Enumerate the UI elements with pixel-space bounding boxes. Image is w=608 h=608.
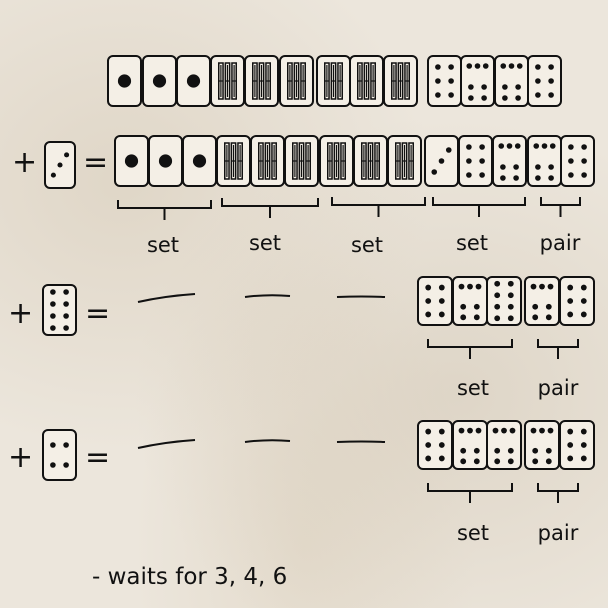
tile-t7	[527, 135, 562, 187]
completed-hand	[114, 135, 595, 187]
drawn-tile	[42, 429, 77, 481]
group-label-pair: pair	[538, 376, 579, 400]
tile-t3	[44, 141, 76, 189]
tile-p1	[176, 55, 211, 107]
equals-sign: =	[83, 145, 108, 180]
tile-p1	[114, 135, 149, 187]
tile-t6	[560, 135, 595, 187]
equals-sign: =	[85, 440, 110, 475]
completed-tiles	[417, 276, 595, 326]
drawn-tile	[44, 141, 76, 189]
group-bracket	[537, 339, 579, 359]
waits-note: - waits for 3, 4, 6	[92, 564, 287, 590]
equals-sign: =	[85, 296, 110, 331]
tile-t8	[486, 276, 522, 326]
group-label-set-3: set	[351, 233, 383, 257]
group-label-pair: pair	[538, 521, 579, 545]
tile-t6	[417, 276, 453, 326]
tile-b6	[250, 135, 285, 187]
tile-p1	[182, 135, 217, 187]
tile-t7	[494, 55, 529, 107]
tile-t4	[42, 429, 77, 481]
tile-t6	[427, 55, 462, 107]
group-bracket	[427, 339, 513, 359]
wait-row-1: + = set pair	[8, 276, 595, 400]
tile-t7	[524, 420, 560, 470]
plus-sign: +	[8, 296, 33, 331]
group-label-set-2: set	[249, 231, 281, 255]
group-label-set: set	[457, 521, 489, 545]
tile-t7	[492, 135, 527, 187]
group-label-set-4: set	[456, 231, 488, 255]
tile-b5	[383, 55, 418, 107]
tile-b5	[353, 135, 388, 187]
group-bracket	[432, 197, 526, 217]
group-brackets	[427, 483, 579, 503]
tile-b6	[244, 55, 279, 107]
tile-t7	[460, 55, 495, 107]
group-label-pair: pair	[540, 231, 581, 255]
tile-b5	[316, 55, 351, 107]
top-hand-row	[107, 55, 562, 107]
group-brackets	[117, 197, 581, 220]
tile-b6	[279, 55, 314, 107]
tile-t7	[452, 276, 488, 326]
completed-tiles	[417, 420, 595, 470]
tile-b6	[210, 55, 245, 107]
same-groups-dashes	[137, 293, 386, 303]
tile-t6	[527, 55, 562, 107]
tile-t3	[424, 135, 459, 187]
group-bracket	[427, 483, 513, 503]
tile-b5	[349, 55, 384, 107]
tile-t6	[559, 276, 595, 326]
plus-sign: +	[12, 145, 37, 180]
group-bracket	[221, 198, 319, 218]
group-bracket	[537, 483, 579, 503]
wait-row-2: + = set pair	[8, 420, 595, 545]
tile-t7	[524, 276, 560, 326]
group-label-set: set	[457, 376, 489, 400]
tile-b6	[216, 135, 251, 187]
tile-b5	[387, 135, 422, 187]
tile-p1	[142, 55, 177, 107]
group-brackets	[427, 339, 579, 359]
group-bracket	[117, 200, 212, 220]
tile-b6	[284, 135, 319, 187]
group-bracket	[331, 197, 426, 217]
tile-t6	[417, 420, 453, 470]
tile-p1	[107, 55, 142, 107]
tile-p1	[148, 135, 183, 187]
drawn-tile	[42, 284, 77, 336]
tile-t7	[452, 420, 488, 470]
tile-b5	[319, 135, 354, 187]
group-bracket	[540, 197, 581, 217]
tile-t6	[559, 420, 595, 470]
tile-t7	[486, 420, 522, 470]
draw-row: + = set set set set pair	[12, 135, 595, 257]
group-label-set-1: set	[147, 233, 179, 257]
tile-t8	[42, 284, 77, 336]
tile-t6	[458, 135, 493, 187]
same-groups-dashes	[137, 439, 386, 449]
plus-sign: +	[8, 440, 33, 475]
